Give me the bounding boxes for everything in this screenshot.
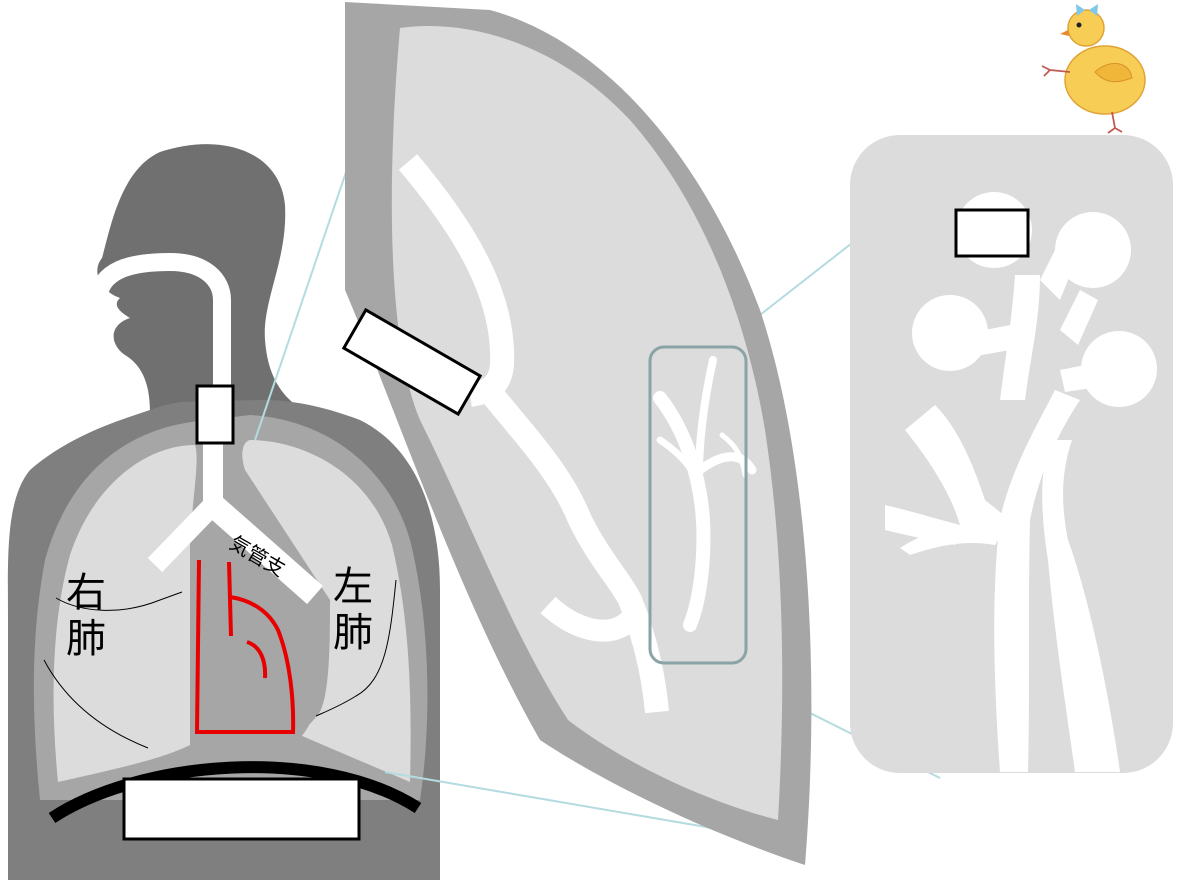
right-lung-label-char-1: 右 bbox=[66, 570, 106, 616]
enlarged-lung bbox=[341, 2, 812, 865]
diaphragm-answer-box[interactable] bbox=[122, 777, 361, 841]
diaphragm bbox=[48, 761, 422, 824]
left-lung-label-char-1: 左 bbox=[333, 564, 373, 610]
right-main-bronchus bbox=[147, 498, 221, 572]
mediastinum bbox=[190, 540, 320, 740]
left-main-bronchus bbox=[205, 496, 323, 604]
chick-wing bbox=[1094, 63, 1133, 83]
alveolus-sac-4 bbox=[1081, 331, 1157, 407]
alveolus-sac-3 bbox=[912, 295, 988, 371]
zoom-window bbox=[648, 345, 748, 665]
alveoli-panel-background bbox=[850, 135, 1173, 773]
right-lung-label-char-2: 肺 bbox=[66, 616, 106, 662]
enlarged-lung-tissue bbox=[391, 25, 783, 821]
enlarged-bronchus-branch bbox=[540, 596, 638, 642]
torso-figure: 右 肺 左 肺 気管支 bbox=[7, 144, 441, 880]
chick-illustration bbox=[1041, 4, 1146, 134]
alveolus-sac-2 bbox=[1055, 212, 1131, 288]
chick-legs bbox=[1041, 65, 1123, 134]
chick-head bbox=[1067, 9, 1105, 47]
bronchus-answer-box[interactable] bbox=[341, 307, 483, 417]
chick-eye bbox=[1076, 22, 1082, 28]
alveoli-panel bbox=[850, 135, 1173, 773]
chick-bow bbox=[1076, 4, 1098, 16]
right-lung-fissure-lower bbox=[43, 659, 149, 749]
nasal-airway bbox=[89, 252, 231, 401]
trachea-answer-box[interactable] bbox=[195, 384, 235, 445]
left-lung bbox=[242, 440, 411, 782]
right-lung-fissure-upper bbox=[55, 591, 183, 611]
bronchiole-branches bbox=[653, 356, 757, 632]
chick-beak bbox=[1060, 30, 1069, 36]
right-lung bbox=[53, 445, 197, 782]
left-lung-label-char-2: 肺 bbox=[333, 610, 373, 656]
alveolus-answer-box[interactable] bbox=[954, 208, 1030, 258]
enlarged-bronchus bbox=[398, 154, 669, 714]
left-lung-fissure bbox=[315, 579, 397, 717]
heart-outline bbox=[194, 559, 296, 734]
